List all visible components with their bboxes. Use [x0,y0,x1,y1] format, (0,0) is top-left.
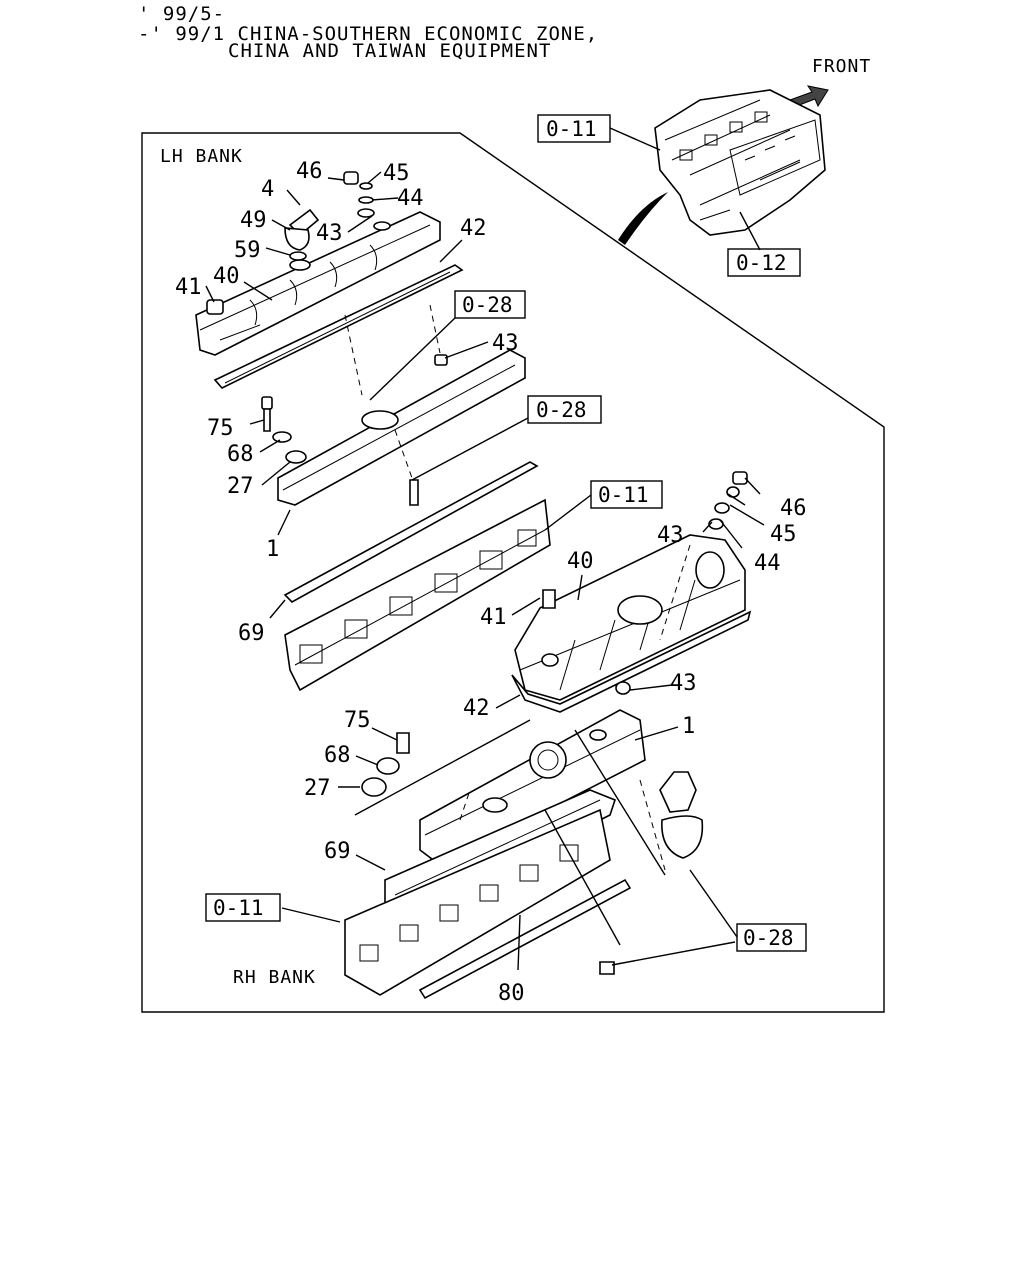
lh-callout-46: 46 [296,159,323,184]
rh-callout-43a: 43 [657,523,684,548]
rh-gasket-upper [511,610,752,713]
ref-engine-top-label: 0-11 [546,117,597,141]
ref-box-engine-top[interactable]: 0-11 [537,114,611,143]
ref-lh-lower-label: 0-28 [536,398,587,422]
rh-bank-label: RH BANK [233,967,316,988]
rh-pcv-valve [659,771,697,813]
rh-valve-cover-lower [419,709,646,866]
ref-lh-head-label: 0-11 [598,483,649,507]
lh-callout-45: 45 [383,161,410,186]
lh-callout-4: 4 [261,177,274,202]
lh-bank-label: LH BANK [160,146,243,167]
lh-callout-69: 69 [238,621,265,646]
header: ' 99/5- -' 99/1 CHINA-SOUTHERN ECONOMIC … [138,3,598,62]
lh-callout-42: 42 [460,216,487,241]
rh-callout-46: 46 [780,496,807,521]
lh-callout-44: 44 [397,186,424,211]
header-line-3: CHINA AND TAIWAN EQUIPMENT [228,40,551,62]
lh-callout-40: 40 [213,264,240,289]
lh-callout-1: 1 [266,537,279,562]
header-line-1: ' 99/5- [138,3,225,25]
ref-box-lh-lower[interactable]: 0-28 [527,395,602,424]
rh-callout-45: 45 [770,522,797,547]
lh-callout-68: 68 [227,442,254,467]
ref-rh-bottom-label: 0-28 [743,926,794,950]
rh-callout-43b: 43 [670,671,697,696]
ref-lh-upper-label: 0-28 [462,293,513,317]
rh-callout-44: 44 [754,551,781,576]
rh-callout-41: 41 [480,605,507,630]
ref-box-engine-bottom[interactable]: 0-12 [727,248,801,277]
lh-callout-43b: 43 [492,331,519,356]
rh-callout-40: 40 [567,549,594,574]
rh-bar-80 [418,878,632,1000]
lh-callout-75: 75 [207,416,234,441]
rh-callout-75: 75 [344,708,371,733]
header-line-2: -' 99/1 CHINA-SOUTHERN ECONOMIC ZONE, [138,23,598,45]
rh-callout-42: 42 [463,696,490,721]
rh-callout-27: 27 [304,776,331,801]
lh-callout-43a: 43 [316,221,343,246]
rh-callout-1: 1 [682,714,695,739]
lh-callout-59: 59 [234,238,261,263]
lh-gasket-lower [283,461,539,603]
ref-box-lh-head[interactable]: 0-11 [590,480,663,509]
ref-box-rh-bottom[interactable]: 0-28 [736,923,807,952]
lh-callout-49: 49 [240,208,267,233]
lh-callout-27: 27 [227,474,254,499]
rh-callout-69: 69 [324,839,351,864]
rh-callout-80: 80 [498,981,525,1006]
lh-cylinder-head [284,498,551,692]
ref-engine-bottom-label: 0-12 [736,251,787,275]
rh-callout-68: 68 [324,743,351,768]
rh-cylinder-head [344,808,611,996]
lh-callout-41: 41 [175,275,202,300]
ref-box-lh-upper[interactable]: 0-28 [454,290,526,319]
engine-overview [618,89,826,245]
diagram-frame [141,132,885,1013]
ref-box-rh-head[interactable]: 0-11 [205,893,281,922]
lh-valve-cover-lower [277,349,526,506]
front-label: FRONT [812,56,871,77]
ref-rh-head-label: 0-11 [213,896,264,920]
